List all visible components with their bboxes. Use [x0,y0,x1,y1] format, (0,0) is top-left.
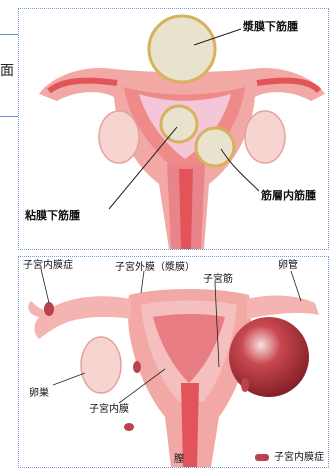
label-endometriosis: 子宮内膜症 [23,261,73,271]
label-intramural-fibroid: 筋層内筋腫 [261,190,316,201]
tube-right [247,296,319,319]
ovary-left [81,337,121,393]
label-vagina: 膣 [174,455,184,465]
label-submucosal-fibroid: 粘膜下筋腫 [25,210,80,221]
endometriosis-spot [124,423,134,431]
label-fallopian-tube: 卵管 [278,261,298,271]
ovary-left [99,111,139,163]
label-subserosal-fibroid: 漿膜下筋腫 [243,21,298,32]
label-endometrium: 子宮内膜 [89,405,129,415]
ovary-right [245,111,285,163]
endometriosis-spot [133,361,141,373]
fibroid-intramural [196,128,234,166]
label-ovary: 卵巣 [29,389,49,399]
legend-swatch-endometriosis [255,454,269,461]
endometriosis-diagram-panel: 子宮内膜症 子宮外膜（漿膜） 卵管 子宮筋 卵巣 子宮内膜 膣 子宮内膜症 [18,256,329,468]
left-top-rule [0,34,18,35]
left-text-fragment: 面 [0,60,14,80]
fibroid-subserosal [149,16,215,82]
left-bottom-rule [0,116,18,117]
label-myometrium: 子宮筋 [203,275,233,285]
endometriosis-spot [241,378,249,392]
endometriosis-diagram-illustration [19,257,328,467]
fibroid-diagram-panel: 漿膜下筋腫 筋層内筋腫 粘膜下筋腫 [18,8,329,250]
endometriosis-spot [44,302,54,316]
fibroid-submucosal [161,106,197,142]
legend-label-endometriosis: 子宮内膜症 [274,453,324,463]
label-serosa: 子宮外膜（漿膜） [115,263,195,273]
